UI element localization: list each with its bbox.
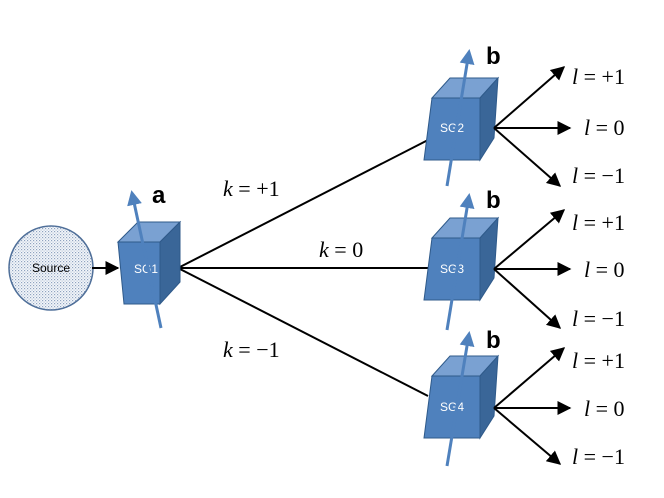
- magnet-sg4: SG4: [423, 354, 500, 440]
- box-front: [423, 375, 481, 439]
- magnet-sg3: SG3: [423, 216, 500, 302]
- magnet-label: SG1: [134, 262, 158, 276]
- l-label-sg2-0: l = 0: [584, 115, 625, 140]
- magnet-label: SG4: [440, 400, 464, 414]
- out-arrow-sg2-up: [493, 66, 566, 129]
- out-arrow-sg4-down: [493, 407, 562, 465]
- l-label-sg3-plus1: l = +1: [572, 210, 625, 235]
- axis-arrow-b-sg4: [445, 331, 475, 467]
- magnet-label: SG3: [440, 262, 464, 276]
- axis-label-b-sg4: b: [486, 327, 501, 354]
- box-front: [117, 241, 161, 305]
- beam-k-minus1: [177, 267, 429, 397]
- l-label-sg4-0: l = 0: [584, 396, 625, 421]
- k-label-0: k = 0: [319, 237, 363, 262]
- out-arrow-sg3-up: [493, 209, 566, 270]
- l-label-sg4-minus1: l = −1: [572, 444, 625, 469]
- k-label-minus1: k = −1: [223, 337, 280, 362]
- axis-arrow-a: [127, 190, 163, 329]
- axis-label-a: a: [152, 182, 166, 209]
- l-label-sg2-plus1: l = +1: [572, 64, 625, 89]
- l-label-sg3-0: l = 0: [584, 257, 625, 282]
- l-label-sg3-minus1: l = −1: [572, 306, 625, 331]
- k-label-plus1: k = +1: [223, 176, 280, 201]
- box-front: [423, 237, 481, 301]
- axis-arrow-b-sg3: [445, 193, 475, 331]
- out-arrow-sg4-up: [493, 347, 566, 409]
- magnet-label: SG2: [440, 121, 464, 135]
- axis-arrow-b-sg2: [445, 49, 475, 187]
- axis-label-b-sg3: b: [486, 187, 501, 214]
- l-label-sg4-plus1: l = +1: [572, 348, 625, 373]
- out-arrow-sg3-down: [493, 268, 562, 329]
- source-label: Source: [32, 261, 70, 275]
- magnet-sg2: SG2: [423, 76, 500, 162]
- l-label-sg2-minus1: l = −1: [572, 163, 625, 188]
- beam-k-plus1: [177, 139, 429, 269]
- out-arrow-sg2-down: [493, 127, 562, 187]
- axis-label-b-sg2: b: [486, 43, 501, 70]
- box-front: [423, 97, 481, 161]
- magnet-sg1: SG1: [116, 220, 182, 306]
- source-node: Source: [8, 225, 94, 311]
